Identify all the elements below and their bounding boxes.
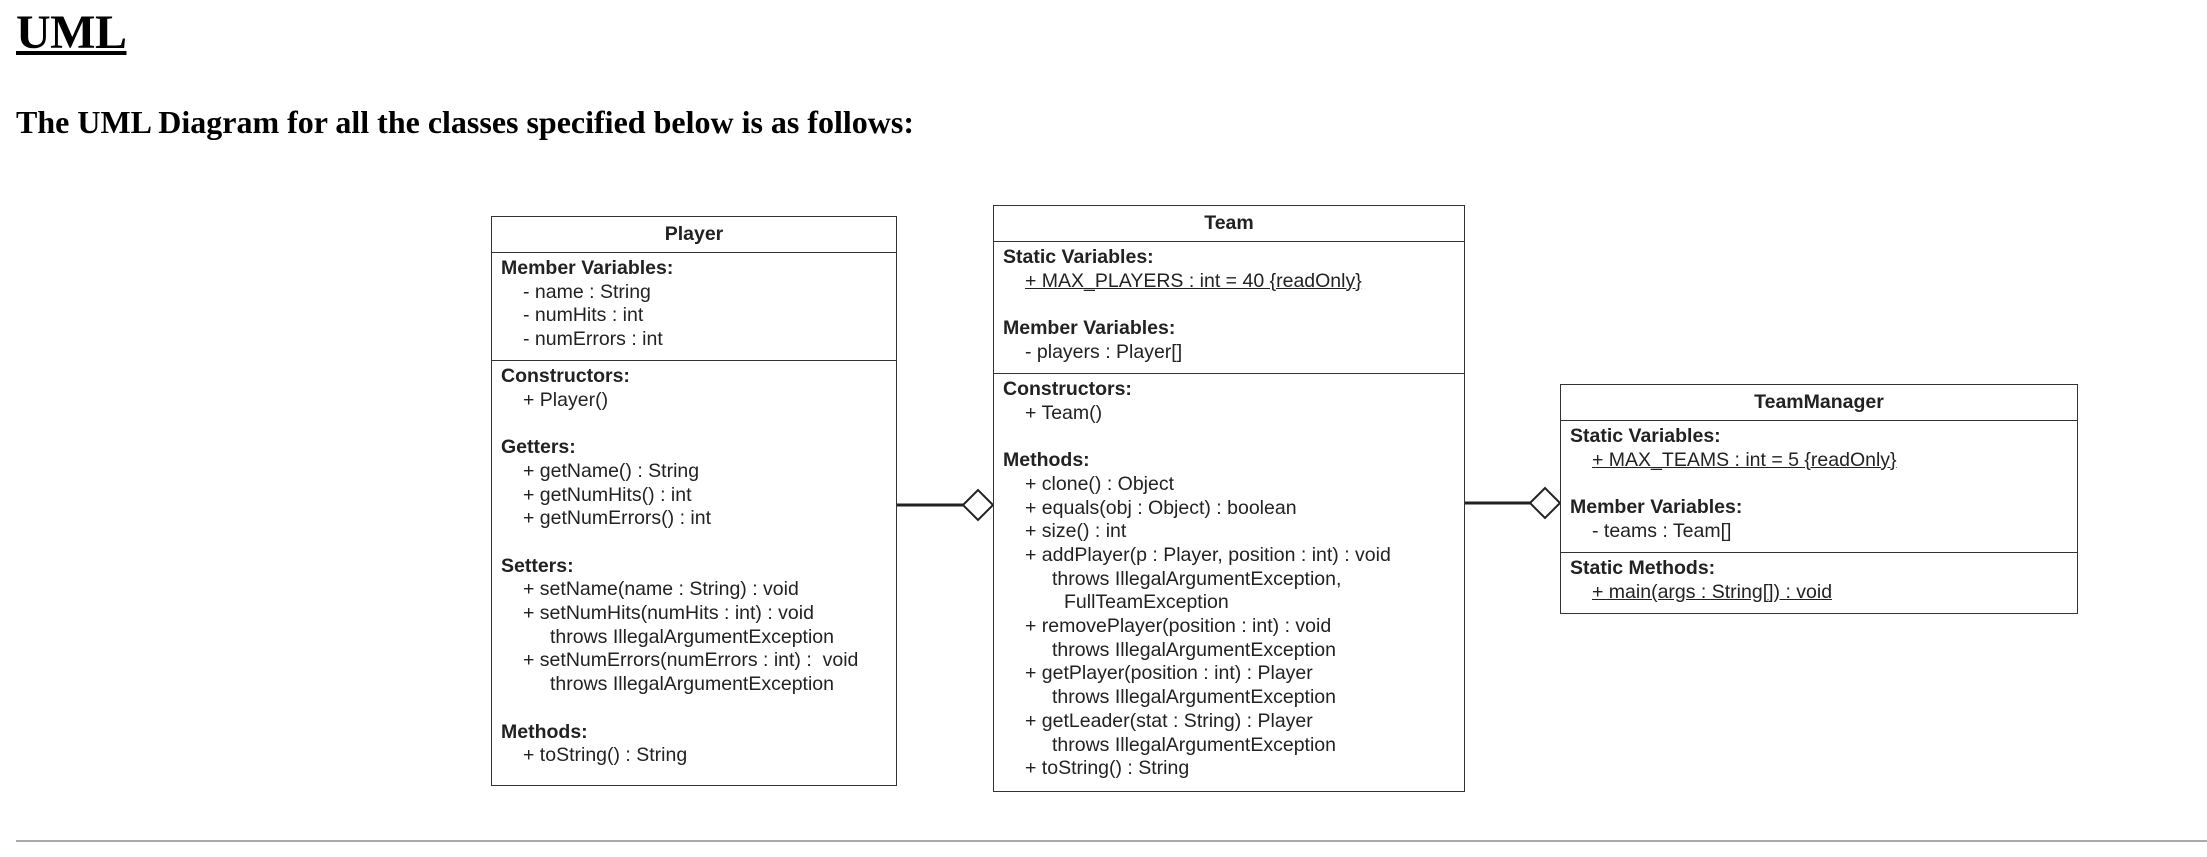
- page-subtitle: The UML Diagram for all the classes spec…: [16, 104, 915, 140]
- member-variables-label: Member Variables:: [501, 257, 674, 279]
- player-team-aggregation-diamond: [961, 488, 995, 522]
- team-method-equals: + equals(obj : Object) : boolean: [1025, 496, 1297, 519]
- team-method-addplayer-throws: throws IllegalArgumentException,: [1052, 567, 1342, 590]
- constructors-label: Constructors:: [501, 365, 630, 387]
- teammanager-static-max-teams: + MAX_TEAMS : int = 5 {readOnly}: [1592, 448, 1897, 471]
- player-member-numerrors: - numErrors : int: [523, 328, 663, 351]
- player-setter-setnumhits-throws: throws IllegalArgumentException: [550, 625, 834, 648]
- player-constructor: + Player(): [523, 388, 609, 411]
- team-method-removeplayer: + removePlayer(position : int) : void: [1025, 615, 1332, 638]
- team-variables-section: Static Variables: + MAX_PLAYERS : int = …: [994, 242, 1464, 374]
- player-class-box: Player Member Variables: - name : String…: [491, 216, 897, 786]
- team-method-getleader: + getLeader(stat : String) : Player: [1025, 709, 1313, 732]
- team-method-getleader-throws: throws IllegalArgumentException: [1052, 733, 1336, 756]
- team-member-players: - players : Player[]: [1025, 340, 1183, 363]
- player-setter-setname: + setName(name : String) : void: [523, 578, 799, 601]
- team-teammanager-aggregation-diamond: [1528, 486, 1562, 520]
- player-member-name: - name : String: [523, 280, 651, 303]
- team-method-tostring: + toString() : String: [1025, 757, 1190, 780]
- teammanager-static-main: + main(args : String[]) : void: [1592, 580, 1833, 603]
- player-getter-getname: + getName() : String: [523, 459, 700, 482]
- player-setter-setnumerrors-throws: throws IllegalArgumentException: [550, 673, 834, 696]
- methods-label: Methods:: [501, 720, 588, 743]
- team-method-size: + size() : int: [1025, 520, 1127, 543]
- setters-label: Setters:: [501, 554, 574, 577]
- teammanager-member-teams: - teams : Team[]: [1592, 519, 1732, 542]
- player-getter-getnumhits: + getNumHits() : int: [523, 483, 692, 506]
- team-method-addplayer-throws-full: FullTeamException: [1064, 591, 1229, 614]
- constructors-label: Constructors:: [1003, 378, 1132, 400]
- teammanager-class-name: TeamManager: [1561, 385, 2077, 421]
- horizontal-rule: [16, 840, 2207, 842]
- team-method-getplayer: + getPlayer(position : int) : Player: [1025, 662, 1313, 685]
- player-method-tostring: + toString() : String: [523, 744, 688, 767]
- teammanager-static-methods-section: Static Methods: + main(args : String[]) …: [1561, 553, 2077, 610]
- team-class-box: Team Static Variables: + MAX_PLAYERS : i…: [993, 205, 1465, 792]
- getters-label: Getters:: [501, 436, 576, 459]
- team-method-removeplayer-throws: throws IllegalArgumentException: [1052, 638, 1336, 661]
- teammanager-class-box: TeamManager Static Variables: + MAX_TEAM…: [1560, 384, 2078, 614]
- member-variables-label: Member Variables:: [1003, 317, 1176, 340]
- player-member-variables-section: Member Variables: - name : String - numH…: [492, 253, 896, 361]
- member-variables-label: Member Variables:: [1570, 496, 1743, 519]
- team-constructor: + Team(): [1025, 401, 1103, 424]
- static-variables-label: Static Variables:: [1570, 425, 1721, 447]
- static-methods-label: Static Methods:: [1570, 557, 1716, 579]
- team-method-getplayer-throws: throws IllegalArgumentException: [1052, 686, 1336, 709]
- page-title: UML: [16, 6, 127, 59]
- team-static-max-players: + MAX_PLAYERS : int = 40 {readOnly}: [1025, 269, 1362, 292]
- team-class-name: Team: [994, 206, 1464, 242]
- methods-label: Methods:: [1003, 449, 1090, 472]
- player-class-name: Player: [492, 217, 896, 253]
- team-operations-section: Constructors: + Team() Methods: + clone(…: [994, 374, 1464, 787]
- player-getter-getnumerrors: + getNumErrors() : int: [523, 507, 712, 530]
- static-variables-label: Static Variables:: [1003, 246, 1154, 268]
- teammanager-variables-section: Static Variables: + MAX_TEAMS : int = 5 …: [1561, 421, 2077, 553]
- team-method-clone: + clone() : Object: [1025, 472, 1175, 495]
- player-operations-section: Constructors: + Player() Getters: + getN…: [492, 361, 896, 774]
- player-member-numhits: - numHits : int: [523, 304, 644, 327]
- team-method-addplayer: + addPlayer(p : Player, position : int) …: [1025, 543, 1391, 566]
- player-setter-setnumerrors: + setNumErrors(numErrors : int) : void: [523, 649, 859, 672]
- player-setter-setnumhits: + setNumHits(numHits : int) : void: [523, 602, 814, 624]
